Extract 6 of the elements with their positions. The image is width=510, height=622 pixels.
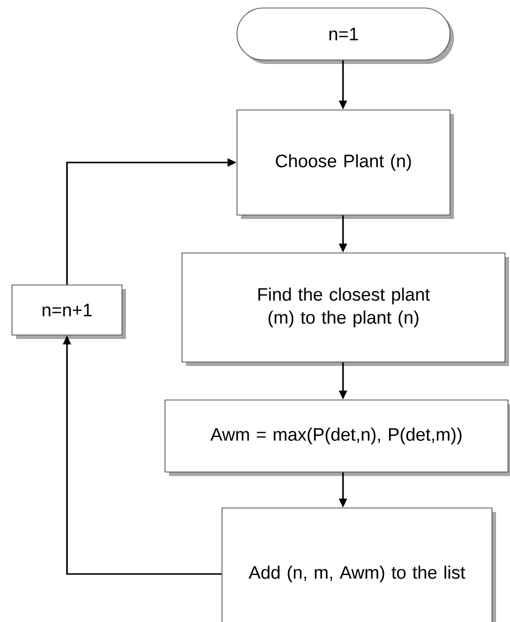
process-box: n=n+1 xyxy=(12,284,126,339)
node-label: n=1 xyxy=(329,28,358,40)
process-box: Choose Plant (n) xyxy=(236,110,454,219)
process-box: Awm = max(P(det,n), P(det,m)) xyxy=(164,400,510,476)
process-box: Add (n, m, Awm) to the list xyxy=(222,508,496,622)
process-box: Find the closest plant (m) to the plant (n) xyxy=(182,252,509,366)
